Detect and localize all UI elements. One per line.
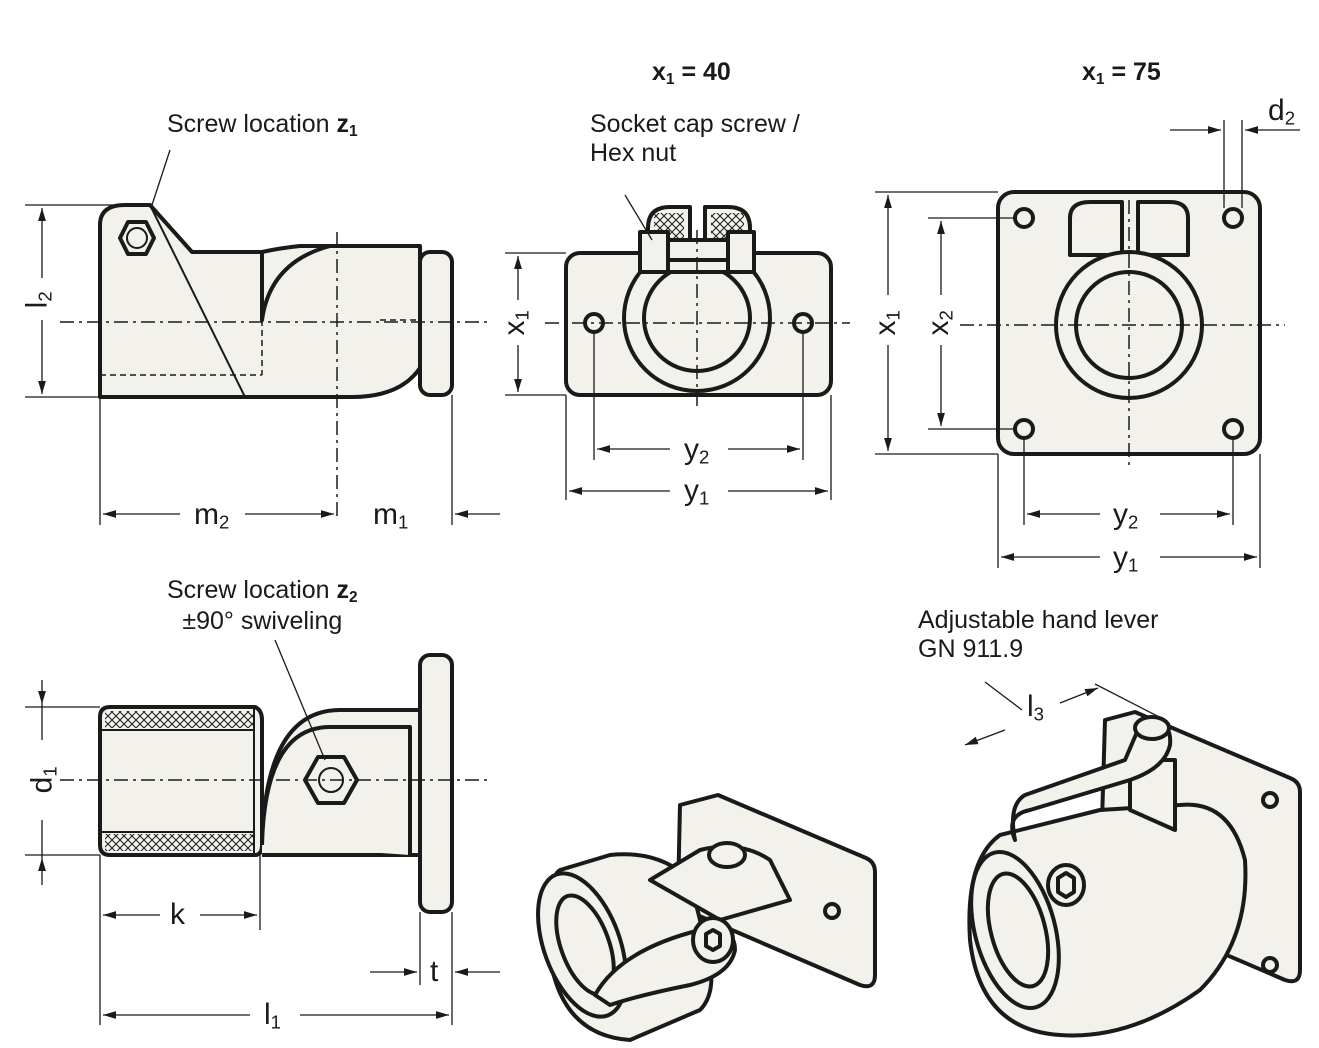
dim-y2-40: y2 xyxy=(684,433,710,468)
dim-y1-40: y1 xyxy=(684,474,710,509)
dim-x2-75: x2 xyxy=(921,310,957,336)
front-view-x75 xyxy=(875,120,1300,568)
dim-l3: l3 xyxy=(1027,690,1045,725)
dim-t: t xyxy=(430,955,439,988)
dim-k: k xyxy=(170,898,185,931)
dim-d1: d1 xyxy=(25,766,61,794)
hex-nut-icon xyxy=(1056,871,1076,899)
dim-l2: l2 xyxy=(20,291,56,309)
dim-d2: d2 xyxy=(1268,94,1296,129)
side-view-top xyxy=(25,149,500,525)
dim-x1-40: x1 xyxy=(497,310,533,336)
isometric-view-x75 xyxy=(964,681,1302,1038)
dim-l1: l1 xyxy=(264,998,282,1033)
header-x1-40: x1 = 40 xyxy=(652,58,731,88)
top-view-bottom xyxy=(25,639,500,1025)
front-view-x40 xyxy=(505,194,850,500)
dim-m2: m2 xyxy=(194,498,230,533)
hex-nut-icon xyxy=(118,220,156,256)
note-screw-z2: Screw location z2±90° swiveling xyxy=(167,576,358,635)
dim-y2-75: y2 xyxy=(1113,498,1139,533)
isometric-view-x40 xyxy=(536,793,877,1042)
note-screw-z1: Screw location z1 xyxy=(167,110,358,140)
dim-m1: m1 xyxy=(373,498,409,533)
header-x1-75: x1 = 75 xyxy=(1082,58,1161,88)
dim-y1-75: y1 xyxy=(1113,541,1139,576)
dim-x1-75: x1 xyxy=(868,310,904,336)
note-socket-cap-screw: Socket cap screw /Hex nut xyxy=(590,110,800,167)
hex-socket-icon xyxy=(704,928,722,952)
